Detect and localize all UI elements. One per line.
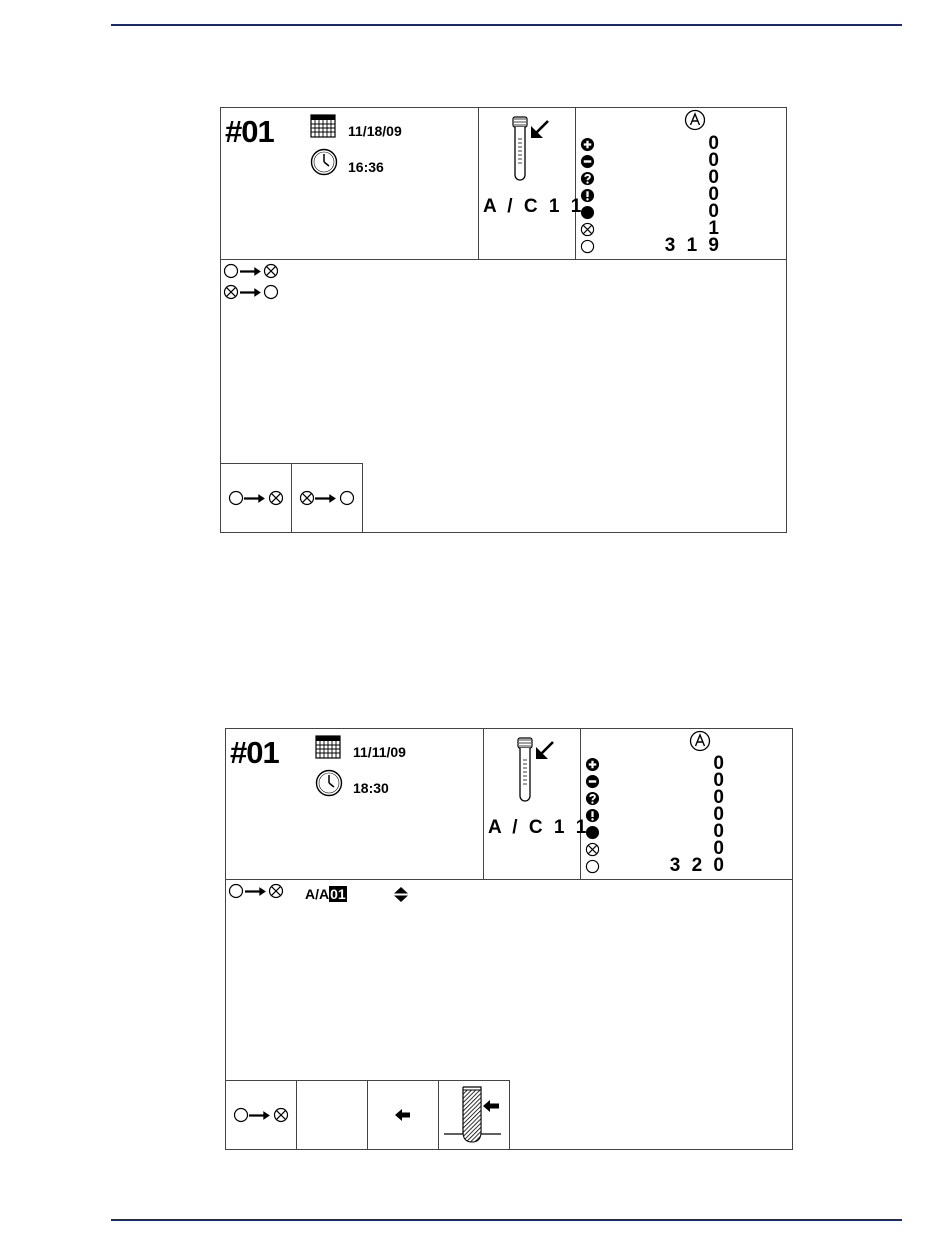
softkey-empty-to-crossed[interactable] xyxy=(226,1080,297,1149)
counter-filled: 0 xyxy=(585,824,727,841)
exclamation-circle-icon xyxy=(580,188,595,203)
softkey-back[interactable] xyxy=(368,1080,439,1149)
date: 11/18/09 xyxy=(348,123,402,139)
divider xyxy=(226,879,792,880)
tube-icon xyxy=(510,115,550,181)
counter-value: 3 1 9 xyxy=(665,235,722,257)
softkey-blank[interactable] xyxy=(297,1080,368,1149)
screen-2: #01 11/11/09 18:30 A / C 1 1 0 0 0 0 0 0… xyxy=(225,728,793,1150)
up-down-arrows-icon[interactable] xyxy=(393,886,409,903)
question-circle-icon xyxy=(580,171,595,186)
filled-circle-icon xyxy=(585,825,600,840)
position-prefix: A/A xyxy=(305,886,329,902)
empty-to-crossed-icon xyxy=(228,883,288,900)
menu-line-empty-to-crossed[interactable] xyxy=(223,263,283,285)
position-value-selected[interactable]: 01 xyxy=(329,886,347,902)
calendar-icon xyxy=(310,114,336,138)
menu-line-crossed-to-empty[interactable] xyxy=(223,284,283,306)
insert-tube-icon xyxy=(441,1086,507,1144)
minus-circle-icon xyxy=(585,774,600,789)
tube-position: A / C 1 1 xyxy=(488,817,589,839)
counter-filled: 0 xyxy=(580,204,722,221)
left-arrow-icon xyxy=(395,1108,411,1122)
crossed-to-empty-icon xyxy=(223,284,283,301)
counter-value: 3 2 0 xyxy=(670,855,727,877)
exclamation-circle-icon xyxy=(585,808,600,823)
softkey-empty-to-crossed[interactable] xyxy=(221,463,292,532)
counter-error: 0 xyxy=(580,187,722,204)
counter-negative: 0 xyxy=(585,773,727,790)
time: 18:30 xyxy=(353,780,389,796)
counter-error: 0 xyxy=(585,807,727,824)
empty-to-crossed-icon xyxy=(226,490,286,507)
question-circle-icon xyxy=(585,791,600,806)
divider xyxy=(221,259,786,260)
time: 16:36 xyxy=(348,159,384,175)
counter-positive: 0 xyxy=(585,756,727,773)
menu-line-empty-to-crossed[interactable] xyxy=(228,883,288,905)
date: 11/11/09 xyxy=(353,744,406,760)
softkey-insert-tube[interactable] xyxy=(439,1080,510,1149)
empty-circle-icon xyxy=(585,859,600,874)
counter-empty: 3 2 0 xyxy=(585,858,727,875)
empty-to-crossed-icon xyxy=(223,263,283,280)
softkey-crossed-to-empty[interactable] xyxy=(292,463,363,532)
counter-positive: 0 xyxy=(580,136,722,153)
filled-circle-icon xyxy=(580,205,595,220)
clock-icon xyxy=(315,769,343,797)
calendar-icon xyxy=(315,735,341,759)
counters-panel: 0 0 0 0 0 0 3 2 0 xyxy=(582,729,734,879)
empty-circle-icon xyxy=(580,239,595,254)
counter-questionable: 0 xyxy=(585,790,727,807)
counter-empty: 3 1 9 xyxy=(580,238,722,255)
plus-circle-icon xyxy=(580,137,595,152)
divider xyxy=(478,108,479,259)
rack-id: #01 xyxy=(230,735,279,771)
crossed-circle-icon xyxy=(585,842,600,857)
tube-position: A / C 1 1 xyxy=(483,196,584,218)
counter-questionable: 0 xyxy=(580,170,722,187)
counters-panel: 0 0 0 0 0 1 3 1 9 xyxy=(577,108,729,259)
screen-1: #01 11/18/09 16:36 A / C 1 1 0 0 0 0 0 1… xyxy=(220,107,787,533)
minus-circle-icon xyxy=(580,154,595,169)
tube-icon xyxy=(515,736,555,802)
plus-circle-icon xyxy=(585,757,600,772)
footer-rule xyxy=(111,1219,902,1221)
crossed-to-empty-icon xyxy=(297,490,357,507)
divider xyxy=(575,108,576,259)
empty-to-crossed-icon xyxy=(231,1107,291,1124)
rack-id: #01 xyxy=(225,114,274,150)
divider xyxy=(483,729,484,879)
header-rule xyxy=(111,24,902,26)
position-field[interactable]: A/A01 xyxy=(305,886,347,902)
counter-negative: 0 xyxy=(580,153,722,170)
clock-icon xyxy=(310,148,338,176)
divider xyxy=(580,729,581,879)
crossed-circle-icon xyxy=(580,222,595,237)
